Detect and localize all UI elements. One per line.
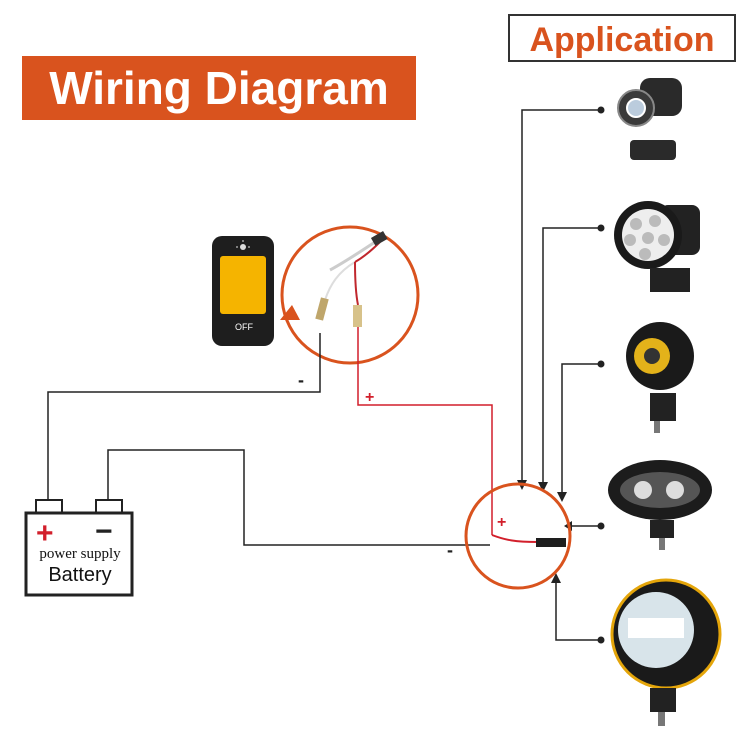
angel-eye-projector-light-icon	[617, 78, 682, 160]
battery-label-power-supply: power supply	[39, 546, 121, 562]
switch-positive-label: +	[365, 389, 374, 406]
yellow-led-pod-light-icon	[626, 322, 694, 433]
switch-connector-zoom	[280, 225, 420, 365]
switch-negative-label: -	[298, 370, 304, 390]
battery-label-battery: Battery	[48, 564, 112, 586]
wires	[47, 109, 601, 641]
application-title: Application	[508, 14, 736, 62]
battery-minus-label: −	[95, 515, 113, 548]
battery-plus-label: +	[36, 517, 54, 550]
switch-off-label: OFF	[235, 322, 253, 332]
diagram-title: Wiring Diagram	[22, 56, 416, 120]
six-led-spotlight-icon	[614, 201, 700, 292]
rocker-switch-icon	[212, 236, 274, 346]
junction-connector-zoom	[464, 482, 572, 590]
round-led-flood-light-icon	[610, 578, 722, 726]
battery-icon	[24, 499, 134, 597]
connection-dots	[517, 106, 605, 644]
junction-positive-label: +	[497, 514, 506, 531]
oval-led-work-light-icon	[608, 460, 712, 550]
junction-negative-label: -	[447, 540, 453, 560]
